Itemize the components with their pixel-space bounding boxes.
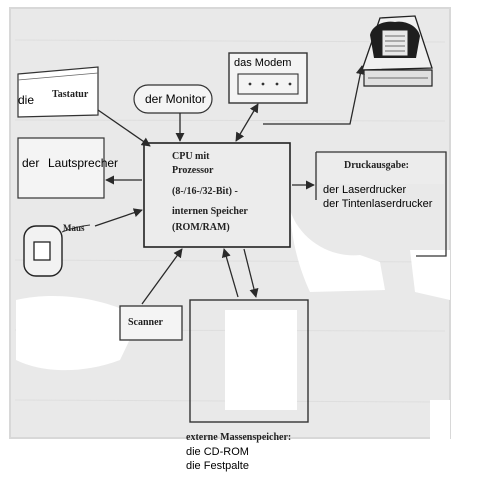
- cpu-box: [143, 142, 291, 248]
- monitor-label: der Monitor: [145, 92, 206, 106]
- speaker-box: [17, 137, 105, 199]
- cpu-line-5: (ROM/RAM): [172, 222, 230, 233]
- cpu-line-1: CPU mit: [172, 151, 210, 162]
- speaker-label: Lautsprecher: [48, 156, 119, 170]
- modem-box: [228, 52, 308, 104]
- keyboard-article-label: die: [18, 93, 35, 107]
- keyboard-label: Tastatur: [52, 89, 89, 100]
- print-output-item-1: der Laserdrucker: [323, 184, 407, 196]
- keyboard-box: [17, 66, 99, 118]
- cpu-line-4: internen Speicher: [172, 206, 248, 217]
- scanner-box: [119, 305, 183, 341]
- scan-blank-area: [16, 296, 140, 371]
- print-output-item-2: der Tintenlaserdrucker: [323, 198, 433, 210]
- monitor-box: [133, 84, 213, 114]
- scan-blank-area: [225, 310, 297, 410]
- speaker-article-label: der: [22, 156, 40, 170]
- mass-storage-item-2: die Festpalte: [186, 460, 249, 472]
- modem-label: das Modem: [234, 57, 292, 69]
- mass-storage-item-1: die CD-ROM: [186, 446, 249, 458]
- mouse-icon: [23, 224, 91, 277]
- scanner-label: Scanner: [128, 317, 163, 328]
- mouse-label: Maus: [63, 223, 85, 233]
- cpu-line-2: Prozessor: [172, 165, 214, 176]
- printer-device-icon: [361, 15, 433, 87]
- cpu-line-3: (8-/16-/32-Bit) -: [172, 186, 238, 197]
- print-output-box: [318, 154, 444, 184]
- mass-storage-box: [189, 299, 309, 423]
- mass-storage-title: externe Massenspeicher:: [186, 432, 292, 443]
- print-output-title: Druckausgabe:: [344, 160, 410, 171]
